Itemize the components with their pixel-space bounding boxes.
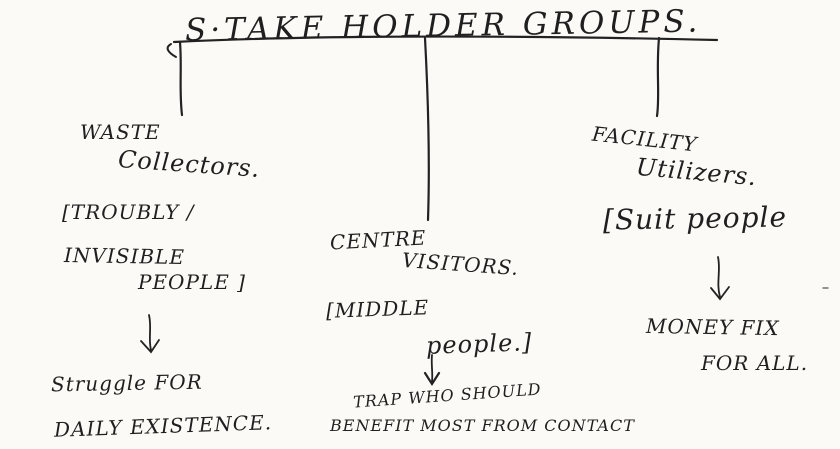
facility-note-line-2: FOR ALL. [701, 351, 809, 375]
arrow-centre-stem [430, 354, 434, 383]
title-left-bracket [166, 43, 177, 58]
arrow-waste-head [140, 339, 160, 354]
connector-waste-collectors [178, 40, 184, 117]
title-underline [172, 35, 719, 44]
centre-label-line-3: [MIDDLE [325, 295, 430, 323]
waste-note-line-1: Struggle FOR [50, 369, 203, 397]
connector-centre-visitors [423, 36, 430, 222]
centre-label-line-4: people.] [425, 328, 533, 360]
facility-label-line-3: [Suit people [602, 200, 788, 237]
facility-note-line-1: MONEY FIX [645, 313, 780, 341]
waste-label-line-3: [TROUBLY / [62, 200, 195, 224]
arrow-waste-stem [148, 314, 152, 351]
waste-label-line-4: INVISIBLE [63, 242, 186, 270]
waste-label-line-5: PEOPLE ] [138, 270, 246, 294]
connector-facility-utilizers [655, 36, 661, 118]
centre-note-line-2: BENEFIT MOST FROM CONTACT [330, 416, 635, 435]
waste-label-line-1: WASTE [80, 120, 161, 144]
arrow-facility-stem [717, 256, 721, 298]
arrow-facility-head [710, 286, 730, 301]
arrow-centre-head [423, 371, 441, 387]
